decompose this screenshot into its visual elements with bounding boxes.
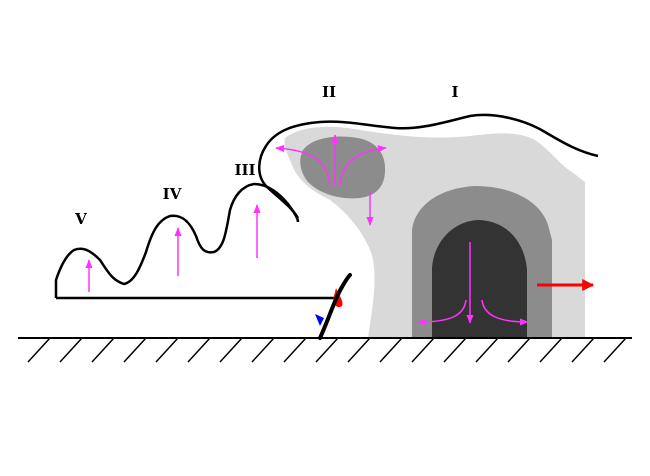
ground-hatch-mark (411, 337, 435, 363)
stage-label-2: II (322, 83, 336, 101)
ground-hatch-mark (379, 337, 403, 363)
developing-cells-outline (54, 182, 300, 298)
ground-hatch-mark (475, 337, 499, 363)
ground-hatch-mark (603, 337, 627, 363)
stage-labels: V IV III II I (74, 83, 458, 228)
cloud-outlines (54, 113, 599, 300)
airflow-arrows (85, 134, 529, 326)
ground-hatch-mark (571, 337, 595, 363)
ground-hatch-mark (187, 337, 211, 363)
ground-hatch-mark (123, 337, 147, 363)
outflow-arrow-right-stage-1 (481, 299, 529, 326)
dark-echo-core (432, 220, 527, 338)
ground-hatch-mark (91, 337, 115, 363)
stage-label-4: IV (163, 185, 182, 203)
mature-cell-outline (258, 113, 599, 219)
echo-shading (284, 126, 585, 338)
stage-label-5: V (74, 210, 87, 228)
ground-hatch-mark (443, 337, 467, 363)
ground-hatched-icon (18, 337, 632, 363)
ground-hatch-mark (347, 337, 371, 363)
outflow-arrow-right-stage-2 (339, 145, 387, 186)
frontal-boundary-symbol-icon (315, 273, 352, 340)
outflow-arrow-left-stage-1 (417, 299, 467, 326)
ground-hatch-mark (155, 337, 179, 363)
ground-hatch-mark (251, 337, 275, 363)
stage-label-1: I (451, 83, 458, 101)
ground-hatch-mark (219, 337, 243, 363)
ground-hatch-mark (507, 337, 531, 363)
outflow-arrow-left-stage-2 (275, 144, 331, 186)
ground-hatch-mark (315, 337, 339, 363)
stage-label-3: III (234, 161, 255, 179)
ground-hatch-mark (27, 337, 51, 363)
ground-hatch-mark (539, 337, 563, 363)
medium-echo-region-upper (300, 136, 386, 199)
ground-hatch-mark (283, 337, 307, 363)
ground-hatch-mark (59, 337, 83, 363)
